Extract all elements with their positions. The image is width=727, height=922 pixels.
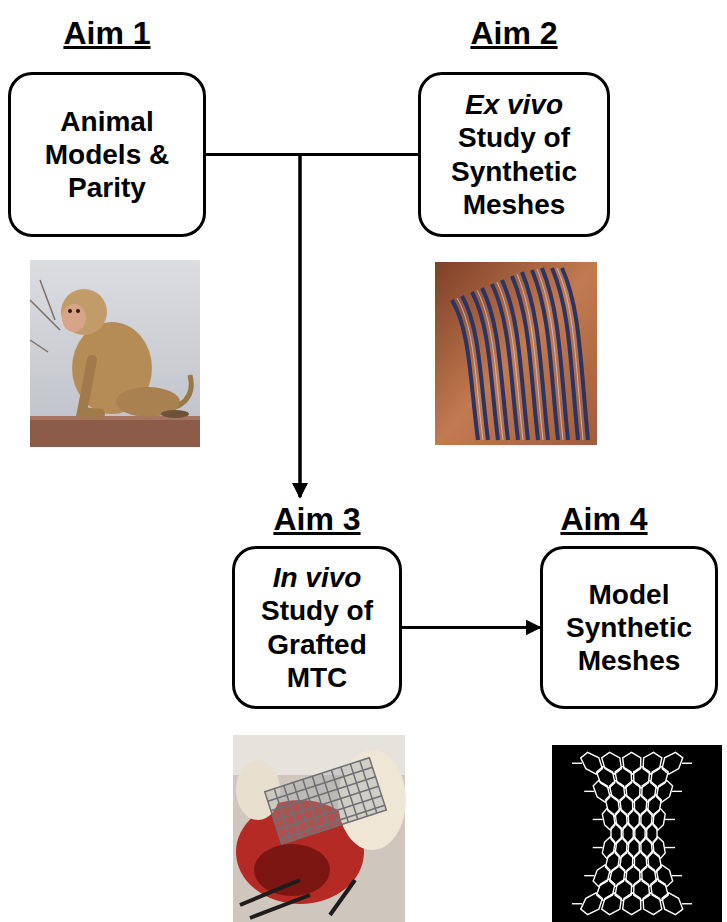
box-text: Ex vivo Study of Synthetic Meshes xyxy=(429,88,599,220)
hex-cell xyxy=(653,809,665,831)
box-content: Model Synthetic Meshes xyxy=(551,578,707,677)
hex-cell xyxy=(642,781,657,803)
aim-heading: Aim 1 xyxy=(8,14,206,52)
hex-cell xyxy=(643,752,662,774)
rounded-box: Model Synthetic Meshes xyxy=(540,546,718,709)
word: of xyxy=(347,595,373,626)
aim-node: Aim 2 Ex vivo Study of Synthetic Meshes xyxy=(418,14,610,237)
anchor-arm xyxy=(665,819,675,820)
word: Model xyxy=(589,579,670,610)
word: vivo xyxy=(507,89,563,120)
rounded-box: In vivo Study of Grafted MTC xyxy=(232,546,402,709)
word: vivo xyxy=(305,562,361,593)
word: & xyxy=(149,139,169,170)
anchor-arm xyxy=(572,763,582,764)
anchor-arm xyxy=(682,763,692,764)
box-text: In vivo Study of Grafted MTC xyxy=(243,561,391,693)
word: of xyxy=(544,122,570,153)
word: Meshes xyxy=(578,645,681,676)
hex-cell xyxy=(623,752,641,774)
hex-cell xyxy=(623,823,633,845)
hex-cell xyxy=(623,893,641,915)
rounded-box: Animal Models & Parity xyxy=(8,72,206,237)
hex-cell xyxy=(662,752,683,774)
word: Animal xyxy=(60,106,153,137)
flow-arrow xyxy=(300,155,418,498)
hex-cell xyxy=(635,823,645,845)
hex-cell xyxy=(626,781,640,803)
aim-node: Aim 3 In vivo Study of Grafted MTC xyxy=(232,500,402,709)
aim-heading: Aim 3 xyxy=(232,500,402,538)
anchor-arm xyxy=(672,791,682,792)
surgery-photo xyxy=(233,735,406,922)
word: Study xyxy=(261,595,347,626)
anchor-arm xyxy=(665,847,675,848)
hex-cell xyxy=(647,823,657,845)
hex-cell xyxy=(620,795,633,817)
hex-cell xyxy=(634,879,650,901)
hex-cell xyxy=(602,809,615,831)
hex-cell xyxy=(581,752,603,774)
hex-cell xyxy=(634,795,647,817)
hex-cell xyxy=(628,837,639,859)
hex-cell xyxy=(602,893,622,915)
box-text: Animal Models & Parity xyxy=(19,105,195,204)
aim-heading: Aim 2 xyxy=(418,14,610,52)
hex-cell xyxy=(651,879,668,901)
hex-cell xyxy=(593,781,610,803)
monkey-photo xyxy=(30,260,200,447)
mesh-photo xyxy=(435,262,597,445)
aim-node: Aim 1 Animal Models & Parity xyxy=(8,14,206,237)
hex-cell xyxy=(620,851,633,873)
word: Synthetic xyxy=(566,612,692,643)
mesh-model-drawing xyxy=(552,745,722,922)
hex-cell xyxy=(657,781,673,803)
box-content: In vivo Study of Grafted MTC xyxy=(243,561,391,693)
aim-node: Aim 4Model Synthetic Meshes xyxy=(540,500,718,709)
hex-cell xyxy=(634,851,647,873)
hex-cell xyxy=(615,837,627,859)
word: In xyxy=(273,562,306,593)
anchor-arm xyxy=(593,819,603,820)
anchor-arm xyxy=(584,791,594,792)
word: Synthetic xyxy=(451,156,577,187)
flow-arrow xyxy=(402,626,540,629)
word: Grafted xyxy=(267,629,367,660)
hex-cell xyxy=(615,879,632,901)
word: Study xyxy=(458,122,544,153)
hex-cell xyxy=(662,893,683,915)
hex-cell xyxy=(648,851,661,873)
flow-arrow xyxy=(206,155,300,498)
hex-cell xyxy=(611,823,621,845)
hex-cell xyxy=(641,809,652,831)
box-content: Animal Models & Parity xyxy=(19,105,195,204)
hex-cell xyxy=(581,893,603,915)
word: Models xyxy=(45,139,149,170)
hex-cell xyxy=(641,837,652,859)
box-content: Ex vivo Study of Synthetic Meshes xyxy=(429,88,599,220)
hex-lattice xyxy=(572,752,692,914)
hex-cell xyxy=(626,865,640,887)
anchor-arm xyxy=(584,875,594,876)
box-text: Model Synthetic Meshes xyxy=(551,578,707,677)
anchor-arm xyxy=(593,847,603,848)
hex-cell xyxy=(642,865,657,887)
word: Parity xyxy=(68,172,146,203)
rounded-box: Ex vivo Study of Synthetic Meshes xyxy=(418,72,610,237)
hex-cell xyxy=(634,766,650,788)
hex-cell xyxy=(615,766,632,788)
anchor-arm xyxy=(682,903,692,904)
hex-cell xyxy=(610,865,625,887)
anchor-arm xyxy=(672,875,682,876)
hex-cell xyxy=(628,809,639,831)
anchor-arm xyxy=(572,903,582,904)
word: Meshes xyxy=(463,189,566,220)
word: Ex xyxy=(465,89,507,120)
hex-cell xyxy=(643,893,662,915)
word: MTC xyxy=(287,662,348,693)
aim-heading: Aim 4 xyxy=(515,500,693,538)
